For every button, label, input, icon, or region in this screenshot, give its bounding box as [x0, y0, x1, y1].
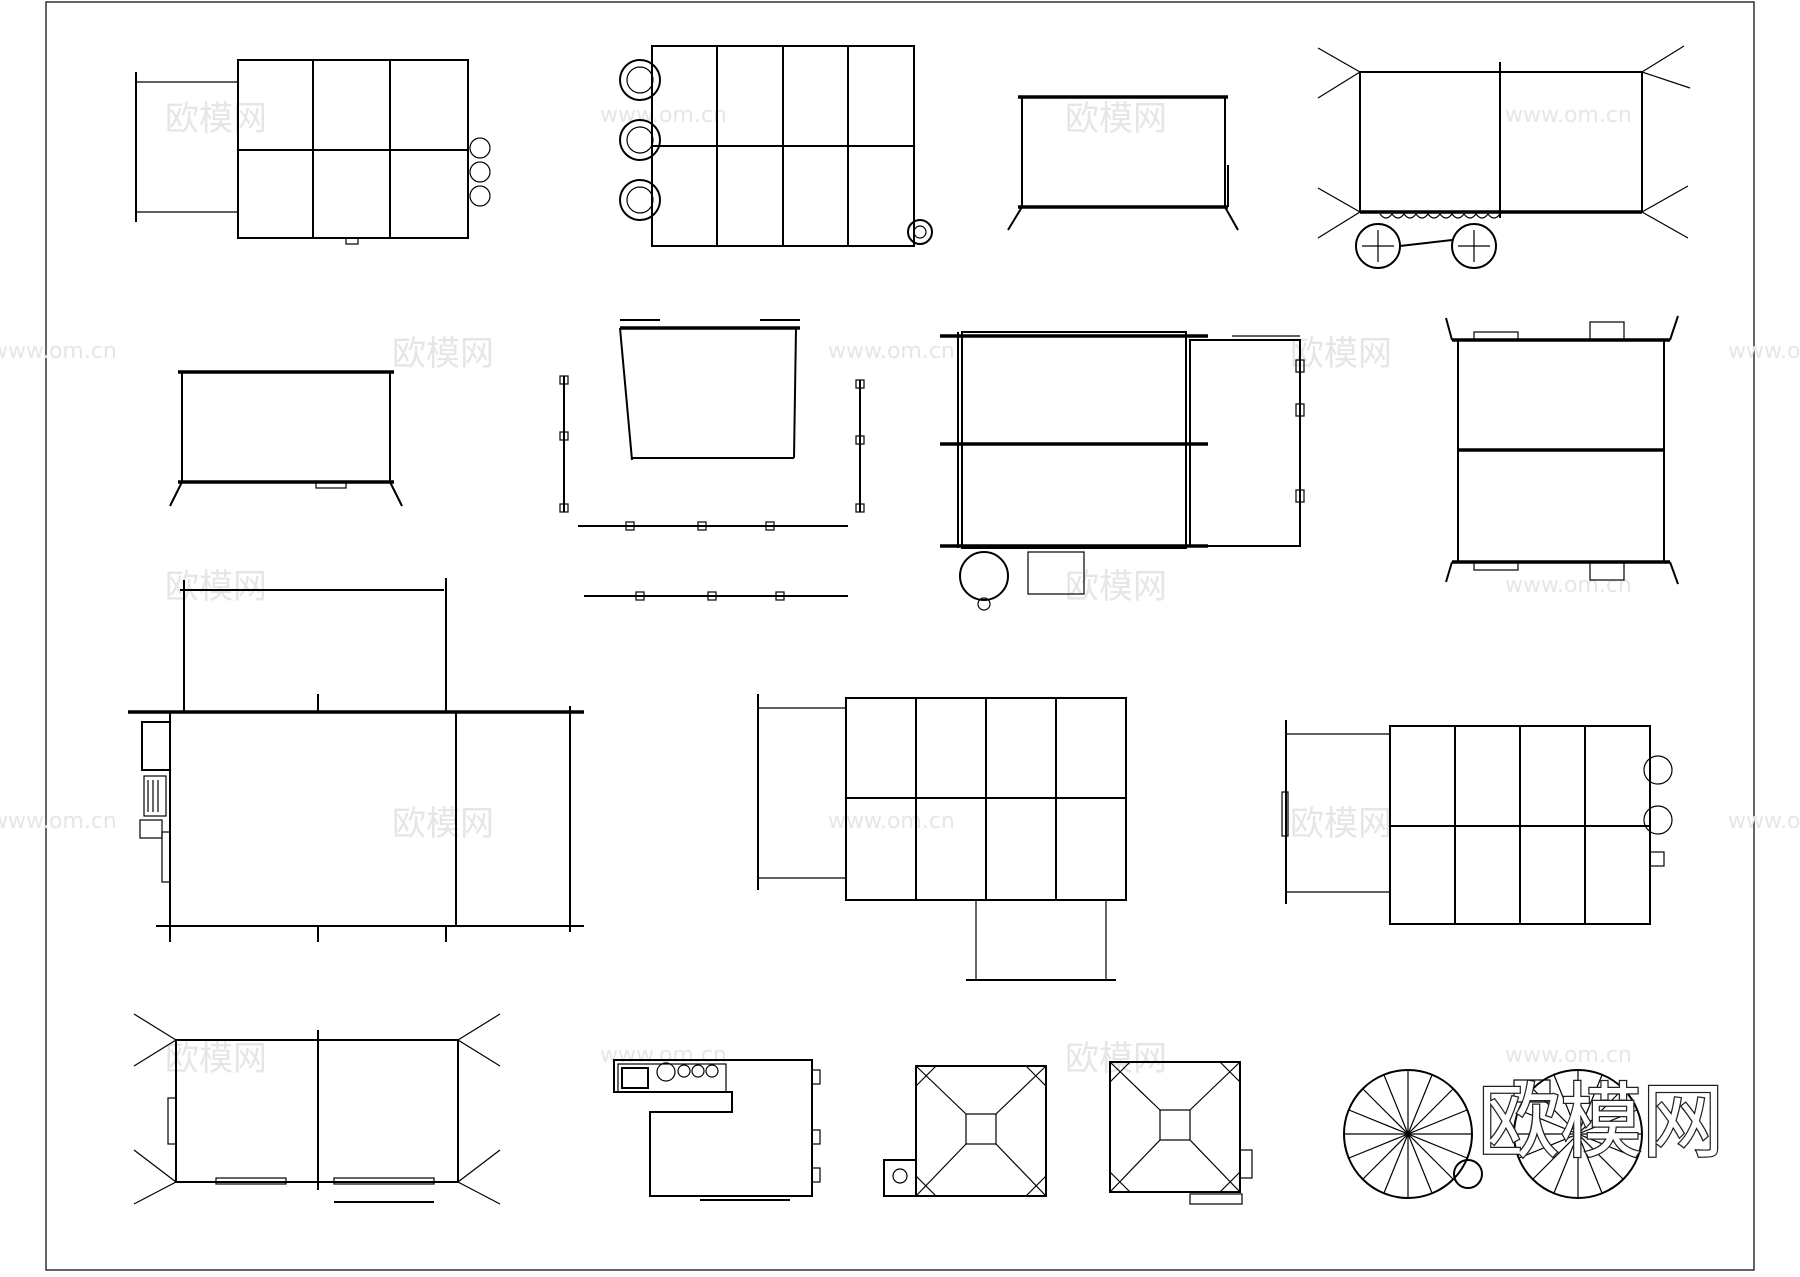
watermark-en: www.om.cn — [600, 103, 727, 128]
symbol-umbrella-cart: 欧模网 — [1343, 1069, 1725, 1199]
watermark-cn: 欧模网 — [165, 99, 267, 139]
watermark-en: www.om.cn — [0, 809, 117, 834]
symbol-stall-double-extension — [940, 331, 1305, 611]
symbol-food-cart-grid-6 — [135, 59, 491, 245]
watermark-en: www.om.cn — [1728, 339, 1800, 364]
sheet-border — [45, 1, 1755, 1271]
watermark-cn: 欧模网 — [165, 567, 267, 607]
symbol-counter-cooking-station — [613, 1059, 821, 1201]
symbol-pyramid-tent-left — [883, 1065, 1047, 1197]
symbol-stall-large-canopy — [128, 578, 584, 942]
watermark-layer: 欧模网 www.om.cn 欧模网 www.om.cn www.om.cn 欧模… — [0, 99, 1800, 1079]
symbol-food-cart-grid-8-drums — [619, 45, 933, 247]
watermark-en: www.om.cn — [828, 339, 955, 364]
symbol-stall-frame-small — [1007, 95, 1239, 231]
watermark-en: www.om.cn — [1505, 103, 1632, 128]
symbol-stall-awning-guy-lines — [133, 1013, 501, 1205]
watermark-cn: 欧模网 — [1065, 567, 1167, 607]
watermark-cn: 欧模网 — [392, 334, 494, 374]
symbol-stall-frame-poles — [559, 319, 865, 601]
watermark-cn: 欧模网 — [1065, 1039, 1167, 1079]
watermark-en: www.om.cn — [1505, 573, 1632, 598]
watermark-en: www.om.cn — [0, 339, 117, 364]
watermark-cn: 欧模网 — [392, 804, 494, 844]
watermark-cn: 欧模网 — [165, 1039, 267, 1079]
symbol-stall-double-square — [1445, 315, 1679, 585]
symbol-stall-frame-plain — [169, 370, 403, 507]
watermark-en: www.om.cn — [1505, 1043, 1632, 1068]
symbol-stall-awning-wheels — [1317, 45, 1691, 269]
logo-watermark: 欧模网 — [1478, 1075, 1724, 1170]
symbol-pyramid-tent-right — [1109, 1061, 1253, 1205]
watermark-cn: 欧模网 — [1290, 804, 1392, 844]
watermark-cn: 欧模网 — [1065, 99, 1167, 139]
symbol-cart-grid-8-canopy-left — [1281, 720, 1673, 925]
symbol-cart-grid-8-canopy-bottom — [757, 694, 1127, 981]
watermark-en: www.om.cn — [828, 809, 955, 834]
watermark-en: www.om.cn — [1728, 809, 1800, 834]
watermark-cn: 欧模网 — [1290, 334, 1392, 374]
